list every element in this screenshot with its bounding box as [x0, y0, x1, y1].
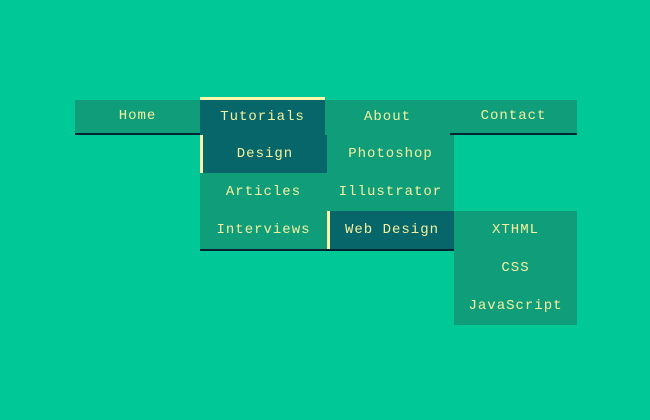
submenu-item-javascript[interactable]: JavaScript — [454, 287, 577, 325]
submenu-item-illustrator[interactable]: Illustrator — [327, 173, 454, 211]
nav-item-home[interactable]: Home — [75, 100, 200, 135]
dropdown-item-articles[interactable]: Articles — [200, 173, 327, 211]
dropdown-item-interviews[interactable]: Interviews — [200, 211, 327, 249]
submenu-item-xthml[interactable]: XTHML — [454, 211, 577, 249]
submenu-item-web-design[interactable]: Web Design — [327, 211, 454, 249]
nav-item-tutorials[interactable]: Tutorials — [200, 97, 325, 135]
nav-item-about[interactable]: About — [325, 100, 450, 135]
nav-item-contact[interactable]: Contact — [450, 100, 577, 135]
dropdown-bottom-shadow — [200, 249, 454, 251]
submenu-item-photoshop[interactable]: Photoshop — [327, 135, 454, 173]
submenu-item-css[interactable]: CSS — [454, 249, 577, 287]
dropdown-item-design[interactable]: Design — [200, 135, 327, 173]
